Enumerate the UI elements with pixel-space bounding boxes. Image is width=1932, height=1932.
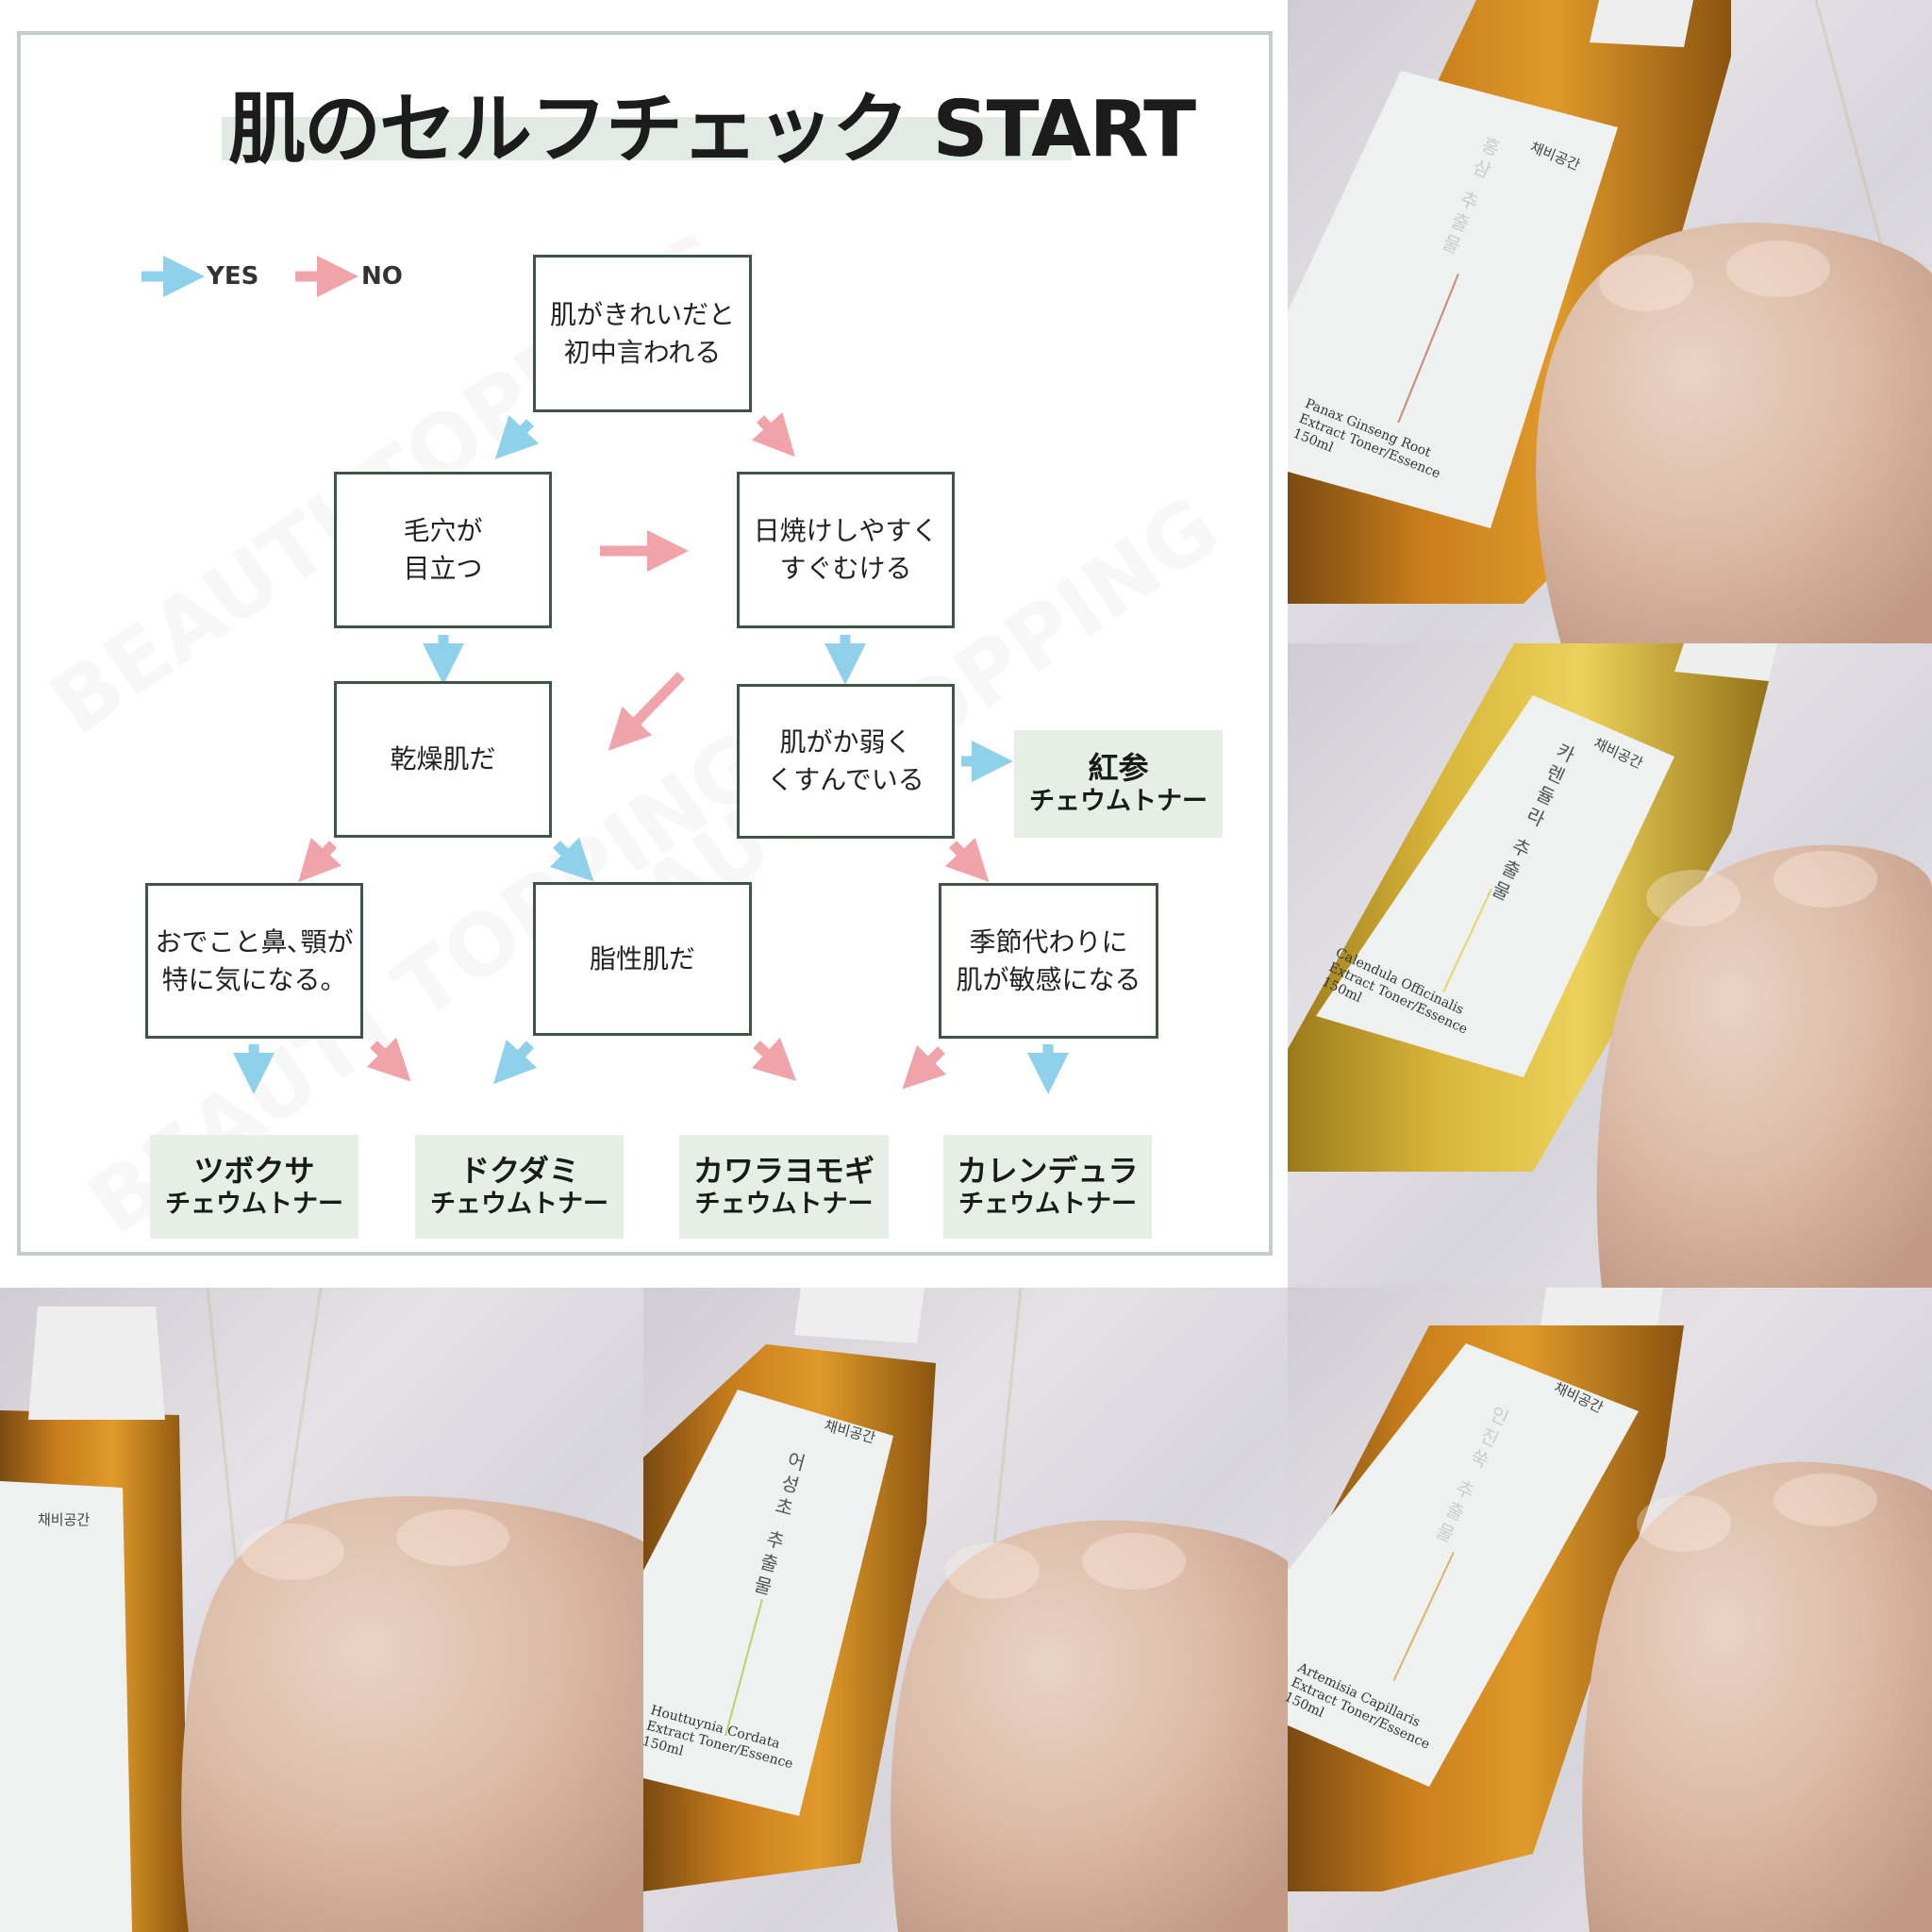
no-arrow (298, 837, 342, 883)
result-box-calendula: カレンデュラ チェウムトナー (943, 1135, 1152, 1239)
photo-scene (1288, 0, 1932, 644)
no-arrow (944, 837, 990, 882)
hand (891, 1520, 1288, 1932)
result-box-artemisia: カワラヨモギ チェウムトナー (679, 1135, 889, 1239)
no-arrow (751, 411, 795, 458)
result-name: カレンデュラ (957, 1153, 1139, 1189)
flow-arrows (142, 256, 1069, 1094)
question-box: おでこと鼻､顎が 特に気になる。 (145, 883, 363, 1039)
hand (1582, 1461, 1932, 1932)
photo-scene (1288, 643, 1932, 1288)
skin-check-flowchart: BEAUTI TOPPING BEAUTI TOPPING BEAUTI TOP… (0, 0, 1288, 1288)
bottle-cap (1590, 0, 1693, 47)
result-name: ドクダミ (459, 1153, 579, 1189)
photo-houttuynia-toner: 채비공간 어성초 추출물 Houttuynia Cordata Extract … (641, 1288, 1288, 1932)
flowchart-title: 肌のセルフチェック START (228, 85, 1196, 175)
hand (1596, 844, 1932, 1288)
bottle-cap (28, 1307, 165, 1420)
no-arrow (366, 1037, 411, 1082)
result-box-houttuynia: ドクダミ チェウムトナー (415, 1135, 624, 1239)
question-box: 肌がきれいだと 初中言われる (533, 255, 752, 412)
result-product: チェウムトナー (430, 1190, 608, 1219)
question-box: 日焼けしやすく すぐむける (737, 472, 955, 628)
title-highlight (222, 117, 1072, 160)
legend-yes: YES (207, 262, 259, 291)
bottle-label (1316, 695, 1674, 1077)
question-box: 肌がか弱く くすんでいる (737, 684, 955, 839)
brand-logo: 채비공간 (38, 1511, 91, 1528)
no-arrow (608, 672, 685, 751)
bottle-label (1288, 71, 1618, 528)
hand (1536, 222, 1932, 644)
flowchart-frame (17, 31, 1273, 1256)
result-name: カワラヨモギ (692, 1153, 874, 1189)
question-box: 季節代わりに 肌が敏感になる (939, 883, 1158, 1039)
result-product: チェウムトナー (165, 1190, 343, 1219)
result-box-centella: ツボクサ チェウムトナー (150, 1135, 358, 1239)
photo-centella-toner: 채비공간 (0, 1288, 644, 1932)
no-arrow (902, 1044, 947, 1090)
yes-arrow (549, 837, 594, 882)
hand (181, 1495, 644, 1932)
result-product: チェウムトナー (694, 1190, 874, 1219)
result-name: 紅参 (1088, 750, 1149, 786)
photo-ginseng-toner: 채비공간 홍삼 추출물 Panax Ginseng Root Extract T… (1288, 0, 1932, 644)
no-arrow (751, 1037, 797, 1081)
yes-arrow (494, 414, 540, 459)
result-name: ツボクサ (193, 1153, 315, 1189)
yes-arrow (493, 1039, 538, 1085)
result-product: チェウムトナー (1029, 787, 1208, 816)
bottle-label (1288, 1343, 1639, 1787)
bottle-cap (1541, 1288, 1663, 1325)
result-product: チェウムトナー (958, 1190, 1137, 1219)
legend-no: NO (361, 262, 403, 291)
bottle-cap (1674, 643, 1778, 681)
question-box: 脂性肌だ (533, 882, 752, 1036)
bottle-label (643, 1390, 893, 1816)
photo-scene (0, 1288, 644, 1932)
result-box-red-ginseng: 紅参 チェウムトナー (1014, 730, 1223, 838)
question-box: 乾燥肌だ (334, 681, 552, 838)
photo-artemisia-toner: 채비공간 인진쑥 추출물 Artemisia Capillaris Extrac… (1282, 1288, 1932, 1932)
bottle-cap (794, 1288, 924, 1343)
photo-calendula-toner: 채비공간 카렌듈라 추출물 Calendula Officinalis Extr… (1288, 643, 1932, 1288)
photo-scene (643, 1288, 1288, 1932)
question-box: 毛穴が 目立つ (334, 472, 552, 628)
photo-scene (1288, 1288, 1932, 1932)
bottle-label (0, 1481, 132, 1932)
